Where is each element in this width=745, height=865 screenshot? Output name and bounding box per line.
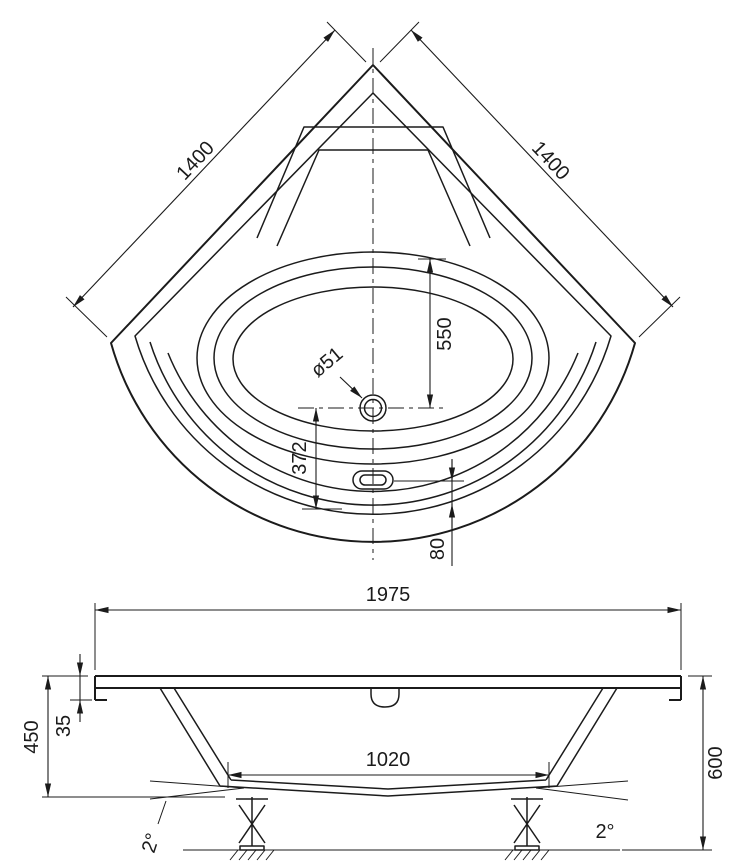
ground-hatching xyxy=(229,849,550,861)
adjustable-foot-left xyxy=(236,797,268,851)
centerlines xyxy=(298,48,448,560)
overflow-fitting-outer xyxy=(352,470,394,490)
rim-profile xyxy=(94,675,682,701)
dim-label-slope-right: 2° xyxy=(595,821,614,843)
dim-line-1400-left xyxy=(72,29,336,308)
dim-label-372: 372 xyxy=(289,441,311,474)
top-view: 1400 1400 550 ø51 372 80 xyxy=(65,21,681,566)
overflow-fitting-inner xyxy=(359,474,387,486)
dim-line-1400-right xyxy=(410,29,674,308)
tub-outer-outline xyxy=(110,64,636,543)
drain-diameter-leader xyxy=(339,376,363,399)
adjustable-foot-right xyxy=(511,797,543,851)
dim-label-1975: 1975 xyxy=(366,584,411,606)
side-view: 1975 450 35 1020 600 2° 2° xyxy=(21,584,727,861)
dim-label-1020: 1020 xyxy=(366,749,411,771)
dim-label-drain-diameter: ø51 xyxy=(307,343,348,382)
dim-label-slope-left: 2° xyxy=(138,831,165,856)
side-view-extension-lines xyxy=(42,603,712,851)
overflow-side-profile xyxy=(370,688,400,708)
tub-body-profile xyxy=(159,687,618,797)
dim-label-450: 450 xyxy=(21,720,43,753)
front-deck-arcs xyxy=(149,341,597,506)
dim-label-80: 80 xyxy=(427,538,449,560)
dim-label-35: 35 xyxy=(53,715,75,737)
tub-inner-rim xyxy=(134,92,612,515)
slope-reference-wedges xyxy=(149,780,629,825)
basin-mid xyxy=(213,266,533,450)
basin-outer xyxy=(196,251,550,465)
drain-inner-circle xyxy=(363,398,383,418)
dim-label-600: 600 xyxy=(705,746,727,779)
drain-outer-circle xyxy=(359,394,387,422)
basin-floor xyxy=(232,286,514,432)
dim-label-550: 550 xyxy=(434,317,456,350)
